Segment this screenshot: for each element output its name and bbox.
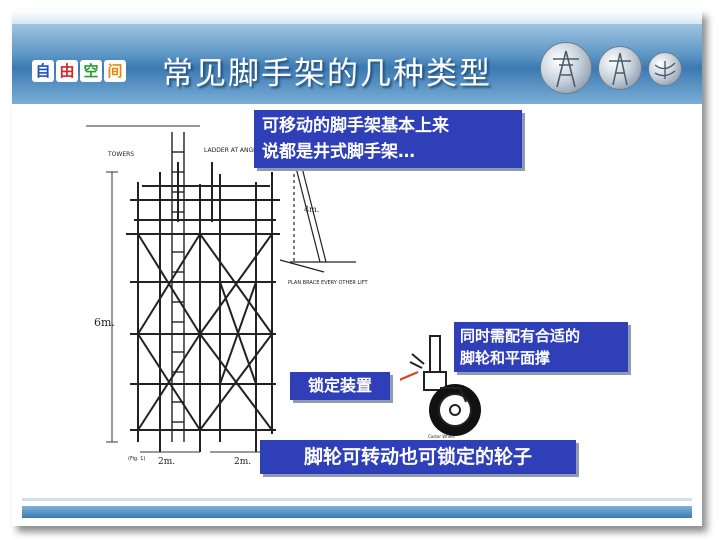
label-fig: (Fig. 1) (128, 456, 145, 462)
logo-char-2: 由 (56, 60, 78, 82)
tower-photo-icon (540, 42, 592, 94)
callout-wheels-line-2: 脚轮和平面撑 (460, 349, 551, 367)
callout-lock-device: 锁定装置 (290, 372, 390, 400)
label-towers: TOWERS (107, 151, 134, 158)
footer-bar (22, 506, 692, 518)
label-castor: Castor Wheel (428, 434, 455, 439)
callout-mobile-line-1: 可移动的脚手架基本上来 (262, 116, 449, 136)
label-2m-a: 2m. (158, 457, 175, 467)
footer-line (22, 498, 692, 501)
logo: 自 由 空 间 (32, 58, 126, 84)
callout-mobile-scaffold: 可移动的脚手架基本上来 说都是井式脚手架… (254, 110, 522, 168)
logo-char-3: 空 (80, 60, 102, 82)
callout-mobile-line-2: 说都是井式脚手架… (262, 142, 415, 162)
header-top-strip (12, 10, 702, 24)
label-2m-b: 2m. (234, 457, 251, 467)
cable-photo-icon (648, 52, 682, 86)
label-6m: 6m. (94, 316, 115, 329)
label-4m: 4m. (304, 205, 319, 214)
callout-wheels-line-1: 同时需配有合适的 (460, 327, 581, 345)
lock-pointer-arrow (400, 370, 419, 381)
pylon-photo-icon (598, 46, 642, 90)
callout-wheels-brace: 同时需配有合适的 脚轮和平面撑 (454, 322, 628, 372)
label-ladder: LADDER AT ANGLE (204, 147, 260, 154)
callout-caption: 脚轮可转动也可锁定的轮子 (260, 440, 576, 474)
logo-char-1: 自 (32, 60, 54, 82)
logo-char-4: 间 (104, 60, 126, 82)
scaffold-tower-drawing: TOWERS LADDER AT ANGLE (86, 125, 368, 467)
label-plan-brace: PLAN BRACE EVERY OTHER LIFT (288, 280, 368, 286)
page-title: 常见脚手架的几种类型 (162, 56, 492, 92)
castor-wheel-drawing: Castor Wheel (400, 335, 481, 439)
